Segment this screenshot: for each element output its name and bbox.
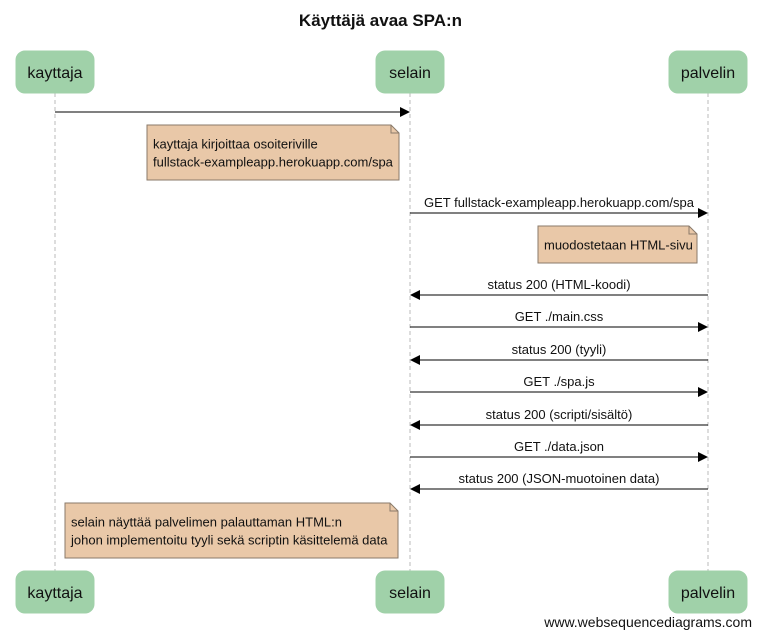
note-text: fullstack-exampleapp.herokuapp.com/spa	[153, 155, 394, 170]
message-label: status 200 (JSON-muotoinen data)	[459, 471, 660, 486]
participant-box-kayttaja-top	[15, 50, 95, 94]
message-label: GET fullstack-exampleapp.herokuapp.com/s…	[424, 195, 695, 210]
participant-label-palvelin-bottom: palvelin	[681, 585, 735, 602]
note-text: muodostetaan HTML-sivu	[544, 238, 693, 253]
note-text: kayttaja kirjoittaa osoiteriville	[153, 137, 318, 152]
participant-box-selain-top	[375, 50, 445, 94]
participant-box-palvelin-bottom	[668, 570, 748, 614]
message-label: status 200 (HTML-koodi)	[487, 277, 630, 292]
note-box	[146, 124, 400, 181]
arrowhead	[698, 452, 708, 462]
message-label: GET ./data.json	[514, 439, 604, 454]
note-text: johon implementoitu tyyli sekä scriptin …	[70, 533, 388, 548]
arrowhead	[410, 290, 420, 300]
message-label: GET ./main.css	[515, 309, 604, 324]
arrowhead	[410, 484, 420, 494]
note-box	[537, 225, 698, 264]
participant-box-palvelin-top	[668, 50, 748, 94]
participant-label-kayttaja-top: kayttaja	[27, 65, 82, 82]
message-label: status 200 (tyyli)	[512, 342, 607, 357]
participant-box-kayttaja-bottom	[15, 570, 95, 614]
note-text: selain näyttää palvelimen palauttaman HT…	[71, 515, 342, 530]
arrowhead	[698, 322, 708, 332]
participant-label-palvelin-top: palvelin	[681, 65, 735, 82]
participant-box-selain-bottom	[375, 570, 445, 614]
arrowhead	[698, 208, 708, 218]
arrowhead	[410, 420, 420, 430]
arrowhead	[410, 355, 420, 365]
note-box	[64, 502, 399, 559]
note-fold	[389, 503, 398, 512]
note-fold	[688, 226, 697, 235]
message-label: status 200 (scripti/sisältö)	[486, 407, 633, 422]
participant-label-kayttaja-bottom: kayttaja	[27, 585, 82, 602]
participant-label-selain-bottom: selain	[389, 585, 431, 602]
arrowhead	[400, 107, 410, 117]
message-label: GET ./spa.js	[523, 374, 595, 389]
arrowhead	[698, 387, 708, 397]
diagram-title: Käyttäjä avaa SPA:n	[298, 11, 463, 30]
watermark: www.websequencediagrams.com	[544, 614, 752, 630]
note-fold	[390, 125, 399, 134]
participant-label-selain-top: selain	[389, 65, 431, 82]
